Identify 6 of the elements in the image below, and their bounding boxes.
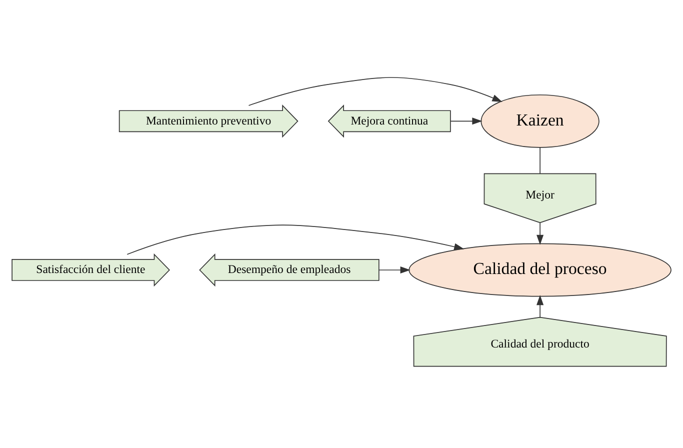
- arrow: [378, 266, 410, 274]
- arrow: [126, 224, 464, 254]
- arrow: [536, 294, 544, 318]
- arrow: [450, 117, 482, 124]
- arrow: [248, 76, 502, 106]
- arrow: [536, 222, 544, 244]
